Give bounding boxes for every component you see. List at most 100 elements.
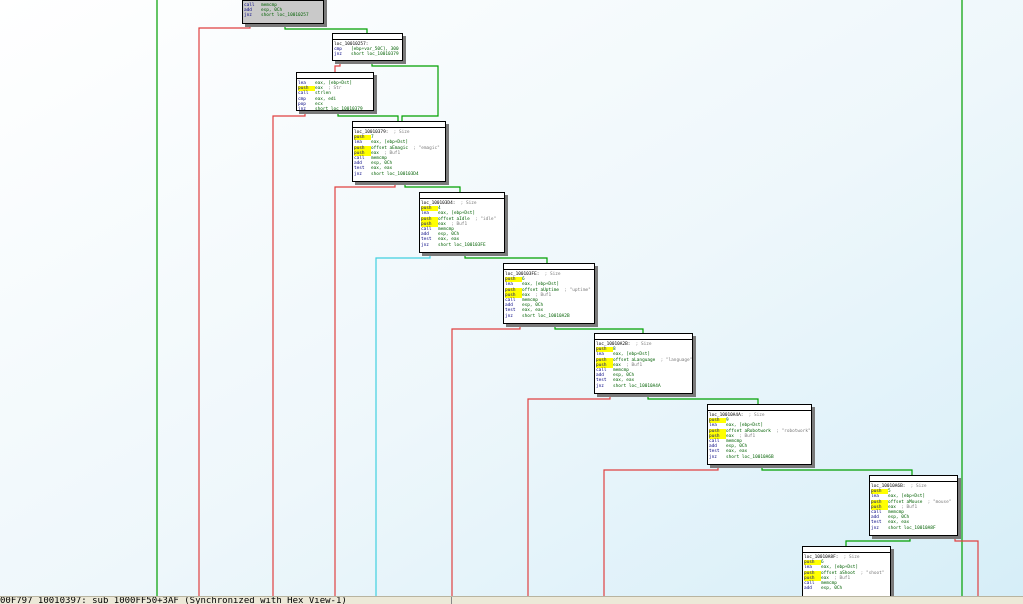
asm-mnemonic: lea: [804, 565, 812, 571]
asm-comment: ; Buf1: [451, 221, 468, 227]
asm-operand: short loc_10010A4A: [613, 383, 661, 389]
asm-line[interactable]: loc_100103FE: ; Size: [505, 272, 593, 277]
asm-line[interactable]: loc_10010257:: [334, 42, 401, 47]
asm-line[interactable]: loc_10010A4A: ; Size: [709, 413, 810, 418]
asm-operand: 6: [821, 560, 824, 566]
asm-operand: eax: [438, 221, 446, 227]
asm-line[interactable]: loc_10010379: ; Size: [354, 130, 444, 135]
block-header: [870, 476, 957, 482]
asm-mnemonic: test: [421, 237, 432, 243]
asm-mnemonic: call: [804, 581, 815, 587]
asm-line[interactable]: loc_10010A2B: ; Size: [596, 342, 691, 347]
asm-mnemonic: jnz: [354, 171, 362, 177]
asm-line[interactable]: loc_10010A6B: ; Size: [871, 484, 956, 489]
asm-operand: esp, 0Ch: [371, 161, 393, 167]
asm-line[interactable]: cmp[ebp+var_50C], 300: [334, 47, 401, 52]
asm-comment: ; Size: [393, 130, 410, 135]
asm-mnemonic: push: [596, 357, 613, 363]
edge-n2-n3: [337, 111, 399, 121]
asm-line[interactable]: loc_10010A8F: ; Size: [804, 555, 889, 560]
asm-line[interactable]: loc_100103D4: ; Size: [421, 201, 503, 206]
asm-label: loc_10010A4A:: [709, 413, 744, 418]
